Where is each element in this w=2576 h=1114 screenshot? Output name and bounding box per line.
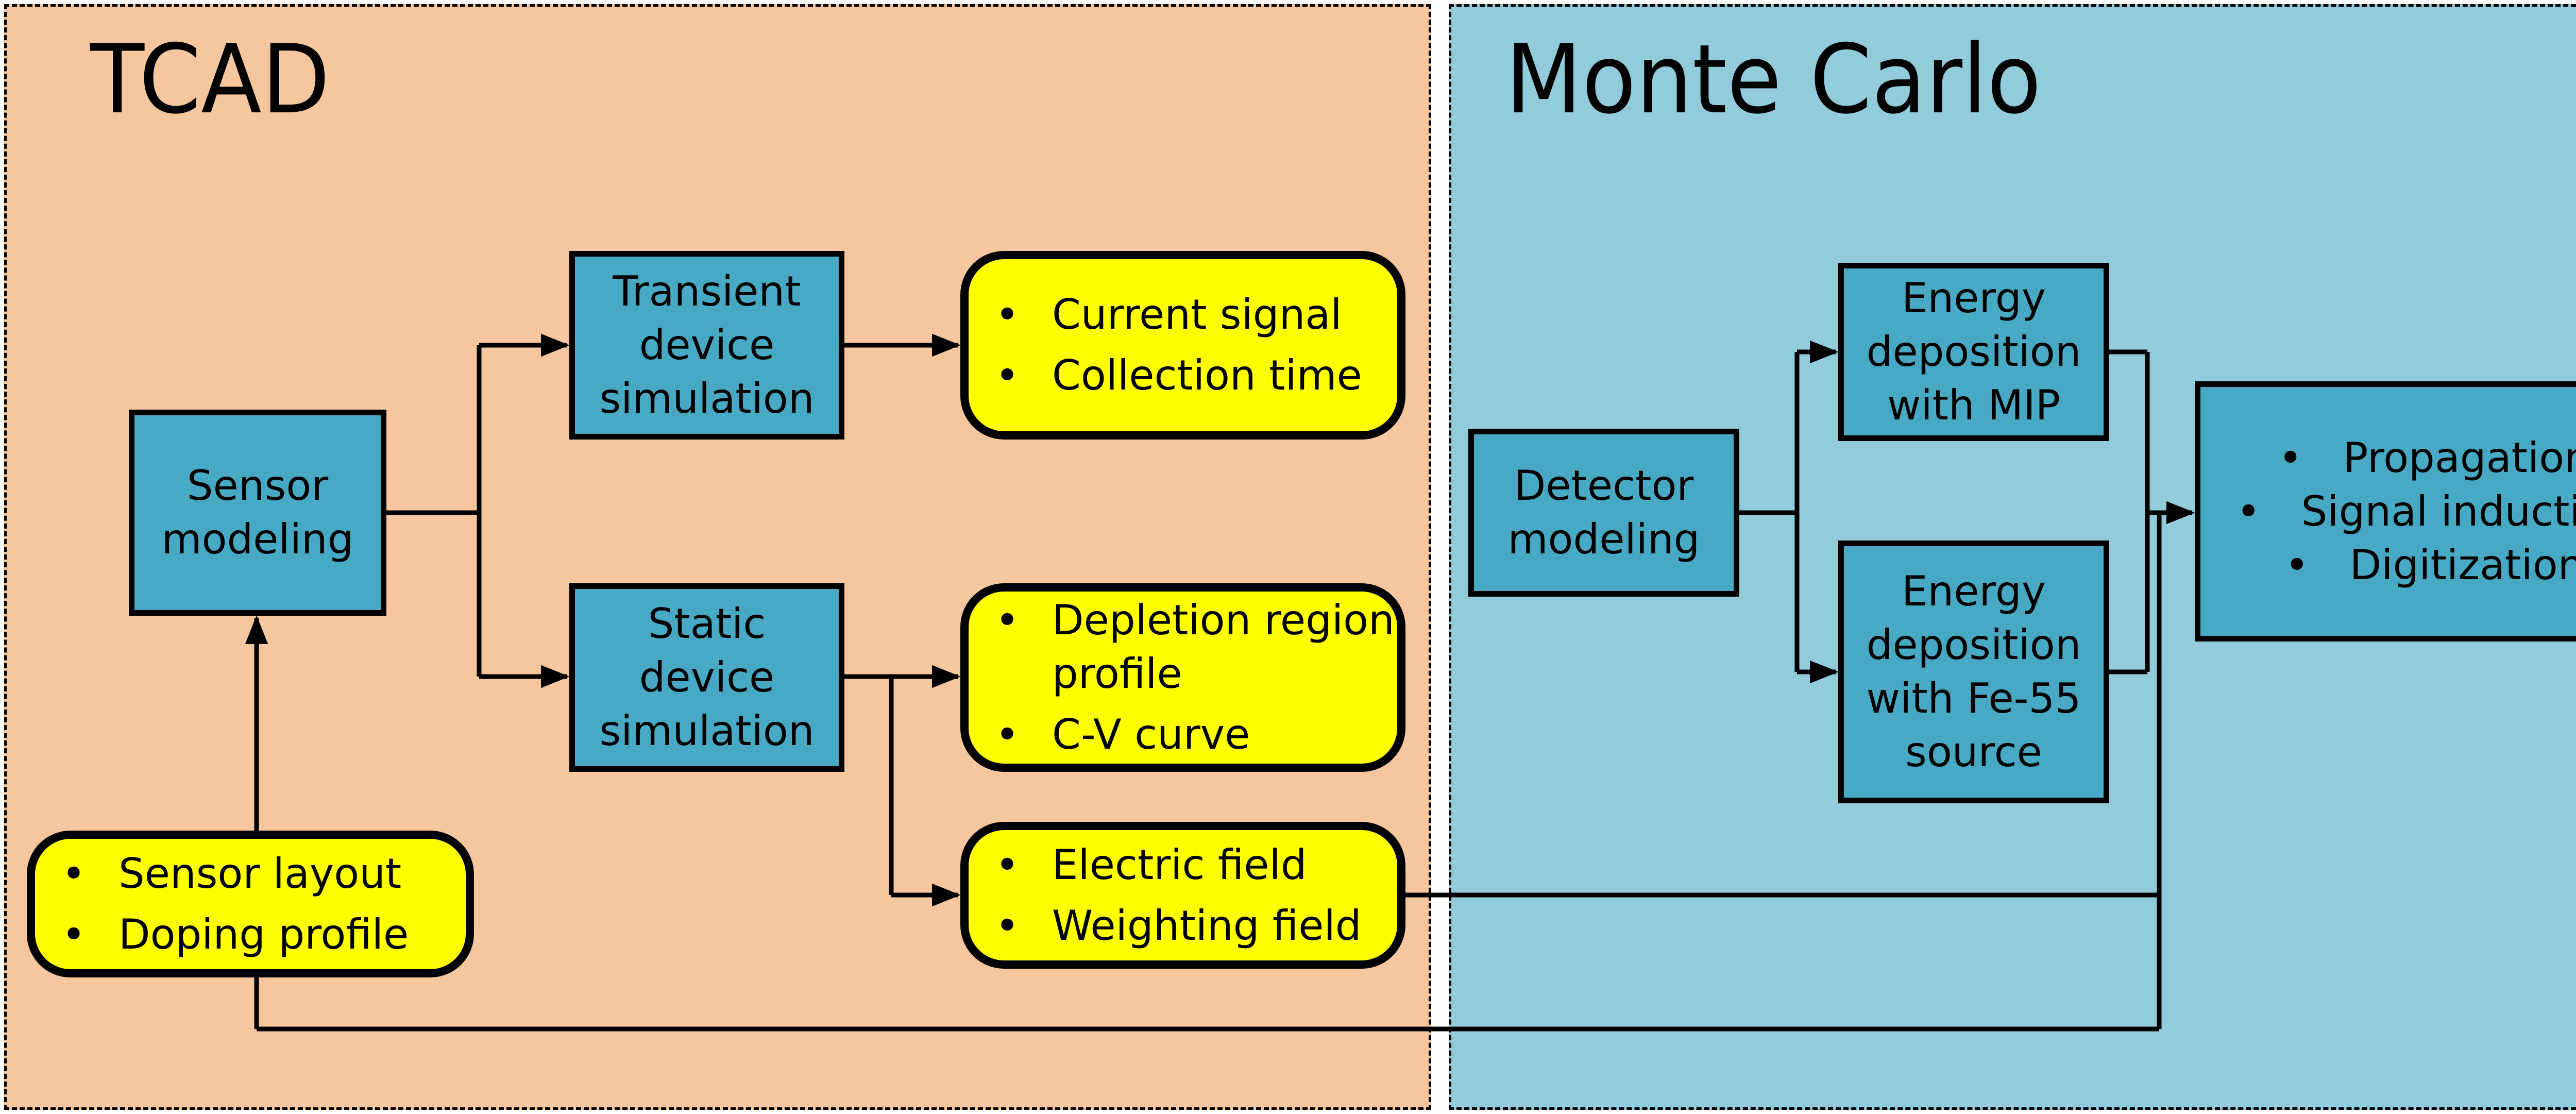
connector-detector-branch (1739, 352, 1800, 672)
node-label: Transient device simulation (599, 267, 815, 423)
list-item: • Sensor layout (35, 847, 466, 901)
bullet-icon: • (2278, 433, 2303, 482)
list-item: • Digitization (2269, 538, 2576, 592)
list-item: • Weighting field (969, 899, 1397, 953)
node-energy-deposition-mip: Energy deposition with MIP (1838, 263, 2109, 441)
bullet-icon: • (995, 711, 1020, 758)
list-item-label: Collection time (1052, 351, 1362, 399)
list-item: • Signal induction (2221, 485, 2576, 538)
node-current-signal-outputs: • Current signal • Collection time (960, 251, 1405, 440)
list-item-label: Current signal (1052, 291, 1342, 339)
list-item-label: C-V curve (1052, 711, 1250, 758)
bullet-icon: • (995, 291, 1020, 339)
list-item: • Electric field (969, 838, 1397, 892)
connector-sensor-modeling-branch (386, 345, 482, 677)
bullet-icon: • (61, 849, 86, 898)
bullet-icon: • (995, 901, 1020, 950)
list-item: • Doping profile (35, 908, 466, 961)
node-propagation-signal-digitization: • Propagation • Signal induction • Digit… (2195, 381, 2576, 642)
node-detector-modeling: Detector modeling (1468, 429, 1739, 597)
node-label: Energy deposition with Fe-55 source (1866, 567, 2081, 776)
list-item-label: Sensor layout (118, 849, 402, 898)
node-depletion-outputs: • Depletion region profile • C-V curve (960, 583, 1405, 772)
list-item-label: Depletion region profile (1052, 596, 1395, 698)
list-item: • Depletion region profile (969, 594, 1397, 701)
list-item-label: Signal induction (2301, 487, 2576, 535)
node-label: Sensor modeling (161, 462, 354, 563)
node-label: Detector modeling (1507, 462, 1700, 563)
node-label: Energy deposition with MIP (1866, 274, 2081, 429)
node-transient-device-simulation: Transient device simulation (569, 251, 844, 440)
list-item-label: Doping profile (118, 910, 409, 958)
tcad-panel-title: TCAD (90, 24, 330, 135)
list-item: • Current signal (969, 288, 1397, 342)
list-item: • Propagation (2263, 431, 2576, 485)
list-item: • C-V curve (969, 708, 1397, 762)
list-item-label: Weighting field (1052, 901, 1362, 950)
bullet-icon: • (995, 596, 1020, 644)
bullet-icon: • (61, 910, 86, 958)
list-item: • Collection time (969, 349, 1397, 402)
node-label: Static device simulation (599, 600, 815, 755)
bullet-icon: • (995, 840, 1020, 889)
connector-energy-dep-merge (2109, 349, 2150, 674)
node-energy-deposition-fe55: Energy deposition with Fe-55 source (1838, 541, 2109, 803)
list-item-label: Propagation (2343, 433, 2576, 482)
list-item-label: Digitization (2349, 541, 2576, 589)
bullet-icon: • (2284, 541, 2309, 589)
node-sensor-layout-inputs: • Sensor layout • Doping profile (27, 831, 474, 977)
bullet-icon: • (2236, 487, 2261, 535)
node-sensor-modeling: Sensor modeling (129, 410, 386, 616)
list-item-label: Electric field (1052, 840, 1307, 889)
monte-carlo-panel-title: Monte Carlo (1505, 24, 2042, 135)
bullet-icon: • (995, 351, 1020, 399)
node-static-device-simulation: Static device simulation (569, 583, 844, 772)
node-field-outputs: • Electric field • Weighting field (960, 822, 1405, 969)
